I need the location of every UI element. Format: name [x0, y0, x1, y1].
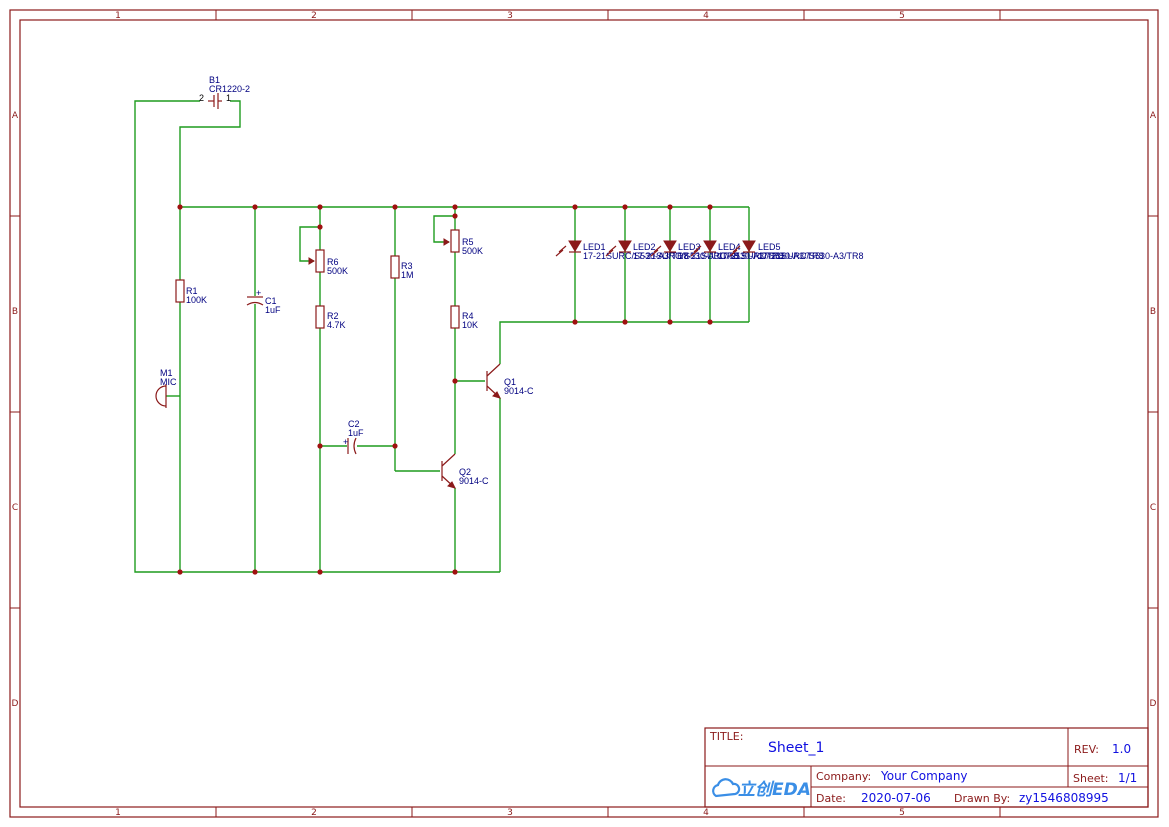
c1-value: 1uF [265, 305, 281, 315]
led3-ref: LED3 [678, 242, 701, 252]
date-label: Date: [816, 792, 846, 805]
column-label: 5 [899, 808, 905, 818]
logo-text: 立创EDA [738, 780, 811, 800]
rev-value: 1.0 [1112, 742, 1131, 756]
q1-value: 9014-C [504, 386, 534, 396]
row-label: A [1150, 111, 1157, 121]
q1-ref: Q1 [504, 377, 516, 387]
resistor-r3[interactable]: R3 1M [390, 255, 414, 280]
m1-value: MIC [160, 377, 177, 387]
r6-ref: R6 [327, 257, 339, 267]
q2-ref: Q2 [459, 467, 471, 477]
r2-ref: R2 [327, 311, 339, 321]
column-label: 4 [703, 11, 709, 21]
wires [134, 100, 750, 573]
b1-pin-2: 2 [199, 93, 204, 103]
led5-value: 17-21SURC/S530-A3/TR8 [758, 251, 864, 261]
lceda-logo: 立创EDA [712, 778, 811, 800]
row-label: D [1150, 699, 1157, 709]
junctions [177, 204, 713, 575]
title-block: TITLE: Sheet_1 REV: 1.0 Company: Your Co… [704, 727, 1149, 808]
led-led4[interactable]: LED4 17-21SURC/S530-A3/TR8 [690, 240, 824, 261]
q2-value: 9014-C [459, 476, 489, 486]
date-value: 2020-07-06 [861, 791, 931, 805]
c2-value: 1uF [348, 428, 364, 438]
b1-pin-1: 1 [226, 93, 231, 103]
row-dividers [10, 215, 1158, 609]
row-label: B [12, 307, 18, 317]
c2-ref: C2 [348, 419, 360, 429]
resistor-r4[interactable]: R4 10K [450, 305, 478, 330]
led4-value: 17-21SURC/S530-A3/TR8 [718, 251, 824, 261]
drawn-by-value: zy1546808995 [1019, 791, 1109, 805]
row-label: D [12, 699, 19, 709]
sheet-title: Sheet_1 [768, 740, 824, 756]
r3-ref: R3 [401, 261, 413, 271]
row-label: C [1150, 503, 1156, 513]
drawn-by-label: Drawn By: [954, 792, 1010, 805]
led-led5[interactable]: LED5 17-21SURC/S530-A3/TR8 [729, 240, 864, 261]
column-label: 4 [703, 808, 709, 818]
c2-polarity: + [343, 437, 348, 447]
transistor-q1[interactable]: Q1 9014-C [486, 363, 534, 399]
b1-value: CR1220-2 [209, 84, 250, 94]
column-label: 3 [507, 11, 513, 21]
r2-value: 4.7K [327, 320, 346, 330]
cloud-icon [712, 778, 741, 798]
led5-ref: LED5 [758, 242, 781, 252]
rev-label: REV: [1074, 743, 1099, 756]
drawing-frame: 1 2 3 4 5 1 2 3 4 5 A B C D A B C D [9, 9, 1159, 818]
sheet-value: 1/1 [1118, 771, 1137, 785]
led2-value: 17-21SURC/S530-A3/TR8 [633, 251, 739, 261]
led4-ref: LED4 [718, 242, 741, 252]
row-label: C [12, 503, 18, 513]
company-value: Your Company [880, 769, 968, 783]
capacitor-c2[interactable]: + C2 1uF [343, 419, 364, 455]
r4-value: 10K [462, 320, 478, 330]
battery-b1[interactable]: B1 CR1220-2 2 1 [199, 75, 250, 109]
column-dividers [215, 10, 1001, 817]
r4-ref: R4 [462, 311, 474, 321]
potentiometer-r5[interactable]: R5 500K [443, 229, 483, 256]
r3-value: 1M [401, 270, 414, 280]
led1-ref: LED1 [583, 242, 606, 252]
resistor-r2[interactable]: R2 4.7K [315, 305, 346, 330]
resistor-r1[interactable]: R1 100K [175, 279, 207, 305]
column-label: 1 [115, 11, 121, 21]
column-label: 2 [311, 808, 317, 818]
led2-ref: LED2 [633, 242, 656, 252]
led-led1[interactable]: LED1 17-21SURC/S530-A3/TR8 [555, 240, 689, 261]
led1-value: 17-21SURC/S530-A3/TR8 [583, 251, 689, 261]
led-led2[interactable]: LED2 17-21SURC/S530-A3/TR8 [605, 240, 739, 261]
row-label: B [1150, 307, 1156, 317]
company-label: Company: [816, 770, 871, 783]
row-label: A [12, 111, 19, 121]
r5-ref: R5 [462, 237, 474, 247]
column-label: 2 [311, 11, 317, 21]
column-label: 5 [899, 11, 905, 21]
r1-value: 100K [186, 295, 207, 305]
c1-polarity: + [256, 288, 261, 298]
c1-ref: C1 [265, 296, 277, 306]
transistor-q2[interactable]: Q2 9014-C [441, 453, 489, 489]
r1-ref: R1 [186, 286, 198, 296]
column-label: 3 [507, 808, 513, 818]
microphone-m1[interactable]: M1 MIC [155, 368, 177, 408]
r5-value: 500K [462, 246, 483, 256]
capacitor-c1[interactable]: + C1 1uF [246, 288, 281, 315]
title-label: TITLE: [709, 730, 743, 743]
sheet-label: Sheet: [1073, 772, 1109, 785]
column-label: 1 [115, 808, 121, 818]
b1-ref: B1 [209, 75, 220, 85]
m1-ref: M1 [160, 368, 173, 378]
potentiometer-r6[interactable]: R6 500K [308, 249, 348, 276]
r6-value: 500K [327, 266, 348, 276]
